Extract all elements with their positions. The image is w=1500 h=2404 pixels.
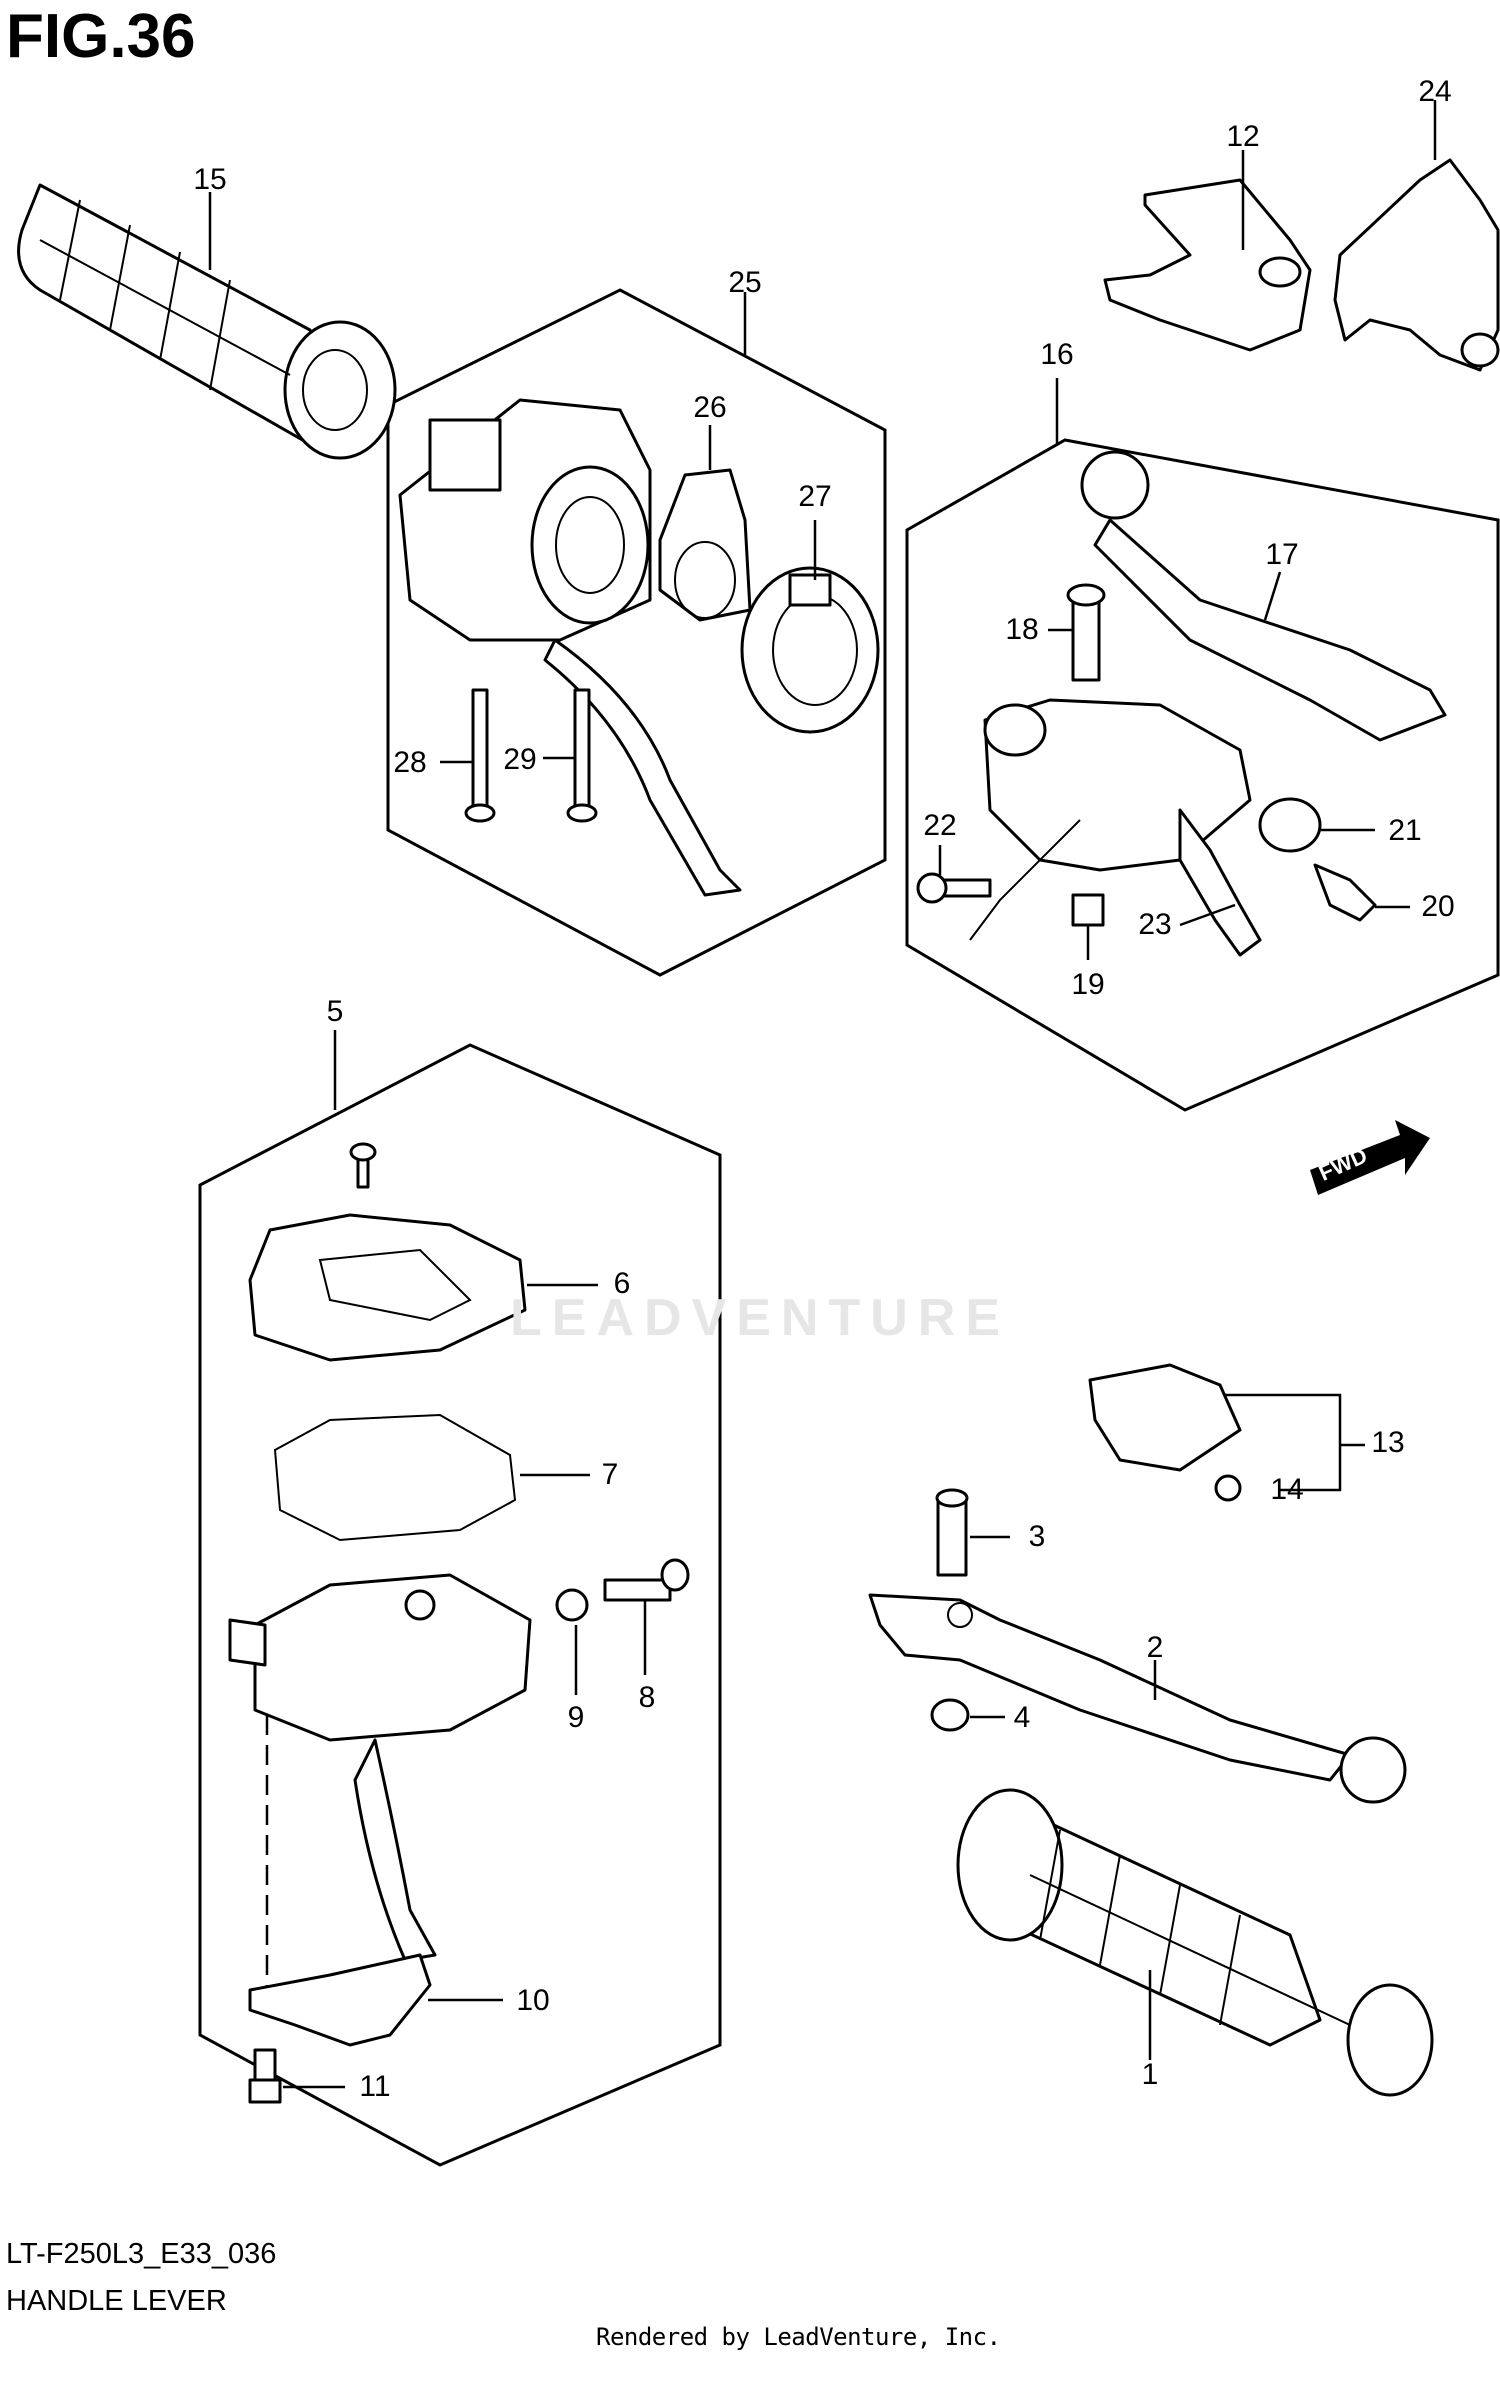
bolt-8-icon	[603, 1558, 690, 1602]
throttle-lever-26-icon	[658, 468, 752, 622]
callout-22: 22	[923, 809, 957, 842]
brake-lever-17-icon	[1080, 450, 1447, 742]
diagram-name: HANDLE LEVER	[6, 2285, 227, 2317]
callout-18: 18	[1005, 613, 1039, 646]
clamp-27-icon	[740, 566, 880, 734]
callout-16: 16	[1040, 338, 1074, 371]
bolt-11-icon	[248, 2048, 282, 2104]
callout-24: 24	[1418, 75, 1452, 108]
callout-10: 10	[516, 1984, 550, 2017]
switch-13-icon	[1088, 1363, 1242, 1472]
pin-18-icon	[1066, 583, 1106, 682]
nut-19-icon	[1071, 893, 1105, 927]
throttle-housing-icon	[398, 398, 742, 897]
callout-26: 26	[693, 391, 727, 424]
bracket-12-icon	[1103, 178, 1312, 352]
fwd-arrow-icon	[1310, 1120, 1430, 1195]
screw-28-icon	[464, 688, 496, 823]
callout-4: 4	[1013, 1701, 1031, 1734]
callout-27: 27	[798, 480, 832, 513]
callout-6: 6	[613, 1267, 631, 1300]
grip-1-icon	[956, 1788, 1434, 2097]
screw-29-icon	[566, 688, 598, 823]
callout-29: 29	[503, 743, 537, 776]
nut-9-icon	[555, 1588, 589, 1622]
callout-13: 13	[1371, 1426, 1405, 1459]
cover-24-icon	[1333, 158, 1500, 372]
nut-4-icon	[930, 1698, 970, 1732]
housing-icon	[228, 1573, 532, 1962]
master-cylinder-icon	[969, 698, 1262, 957]
screw-20-icon	[1313, 863, 1377, 922]
callout-9: 9	[567, 1701, 585, 1734]
callout-21: 21	[1388, 814, 1422, 847]
callout-7: 7	[601, 1458, 619, 1491]
plate-10-icon	[248, 1953, 432, 2047]
screw-14-icon	[1214, 1474, 1242, 1502]
callout-12: 12	[1226, 120, 1260, 153]
gasket-7-icon	[273, 1413, 517, 1542]
boot-21-icon	[1258, 797, 1322, 853]
callout-5: 5	[326, 995, 344, 1028]
screw-top-5-icon	[349, 1142, 377, 1189]
cover-6-icon	[248, 1213, 527, 1362]
callout-14: 14	[1270, 1473, 1304, 1506]
callout-20: 20	[1421, 890, 1455, 923]
callout-19: 19	[1071, 968, 1105, 1001]
callout-3: 3	[1028, 1520, 1046, 1553]
callout-28: 28	[393, 746, 427, 779]
group-outline-16	[905, 438, 1500, 1112]
pin-3-icon	[935, 1488, 969, 1577]
callout-1: 1	[1141, 2058, 1159, 2091]
group-outline-5	[198, 1043, 722, 2167]
callout-11: 11	[359, 2070, 391, 2103]
callout-15: 15	[193, 163, 227, 196]
callout-8: 8	[638, 1681, 656, 1714]
watermark-text: LEADVENTURE	[510, 1289, 1011, 1347]
clutch-lever-2-icon	[868, 1593, 1407, 1804]
diagram-code: LT-F250L3_E33_036	[6, 2238, 277, 2270]
figure-title: FIG.36	[6, 2, 196, 71]
callout-25: 25	[728, 266, 762, 299]
callout-17: 17	[1265, 538, 1299, 571]
callout-2: 2	[1146, 1631, 1164, 1664]
render-credit: Rendered by LeadVenture, Inc.	[596, 2323, 1001, 2351]
bolt-22-icon	[916, 872, 992, 904]
callout-23: 23	[1138, 908, 1172, 941]
grip-15-icon	[17, 183, 397, 460]
